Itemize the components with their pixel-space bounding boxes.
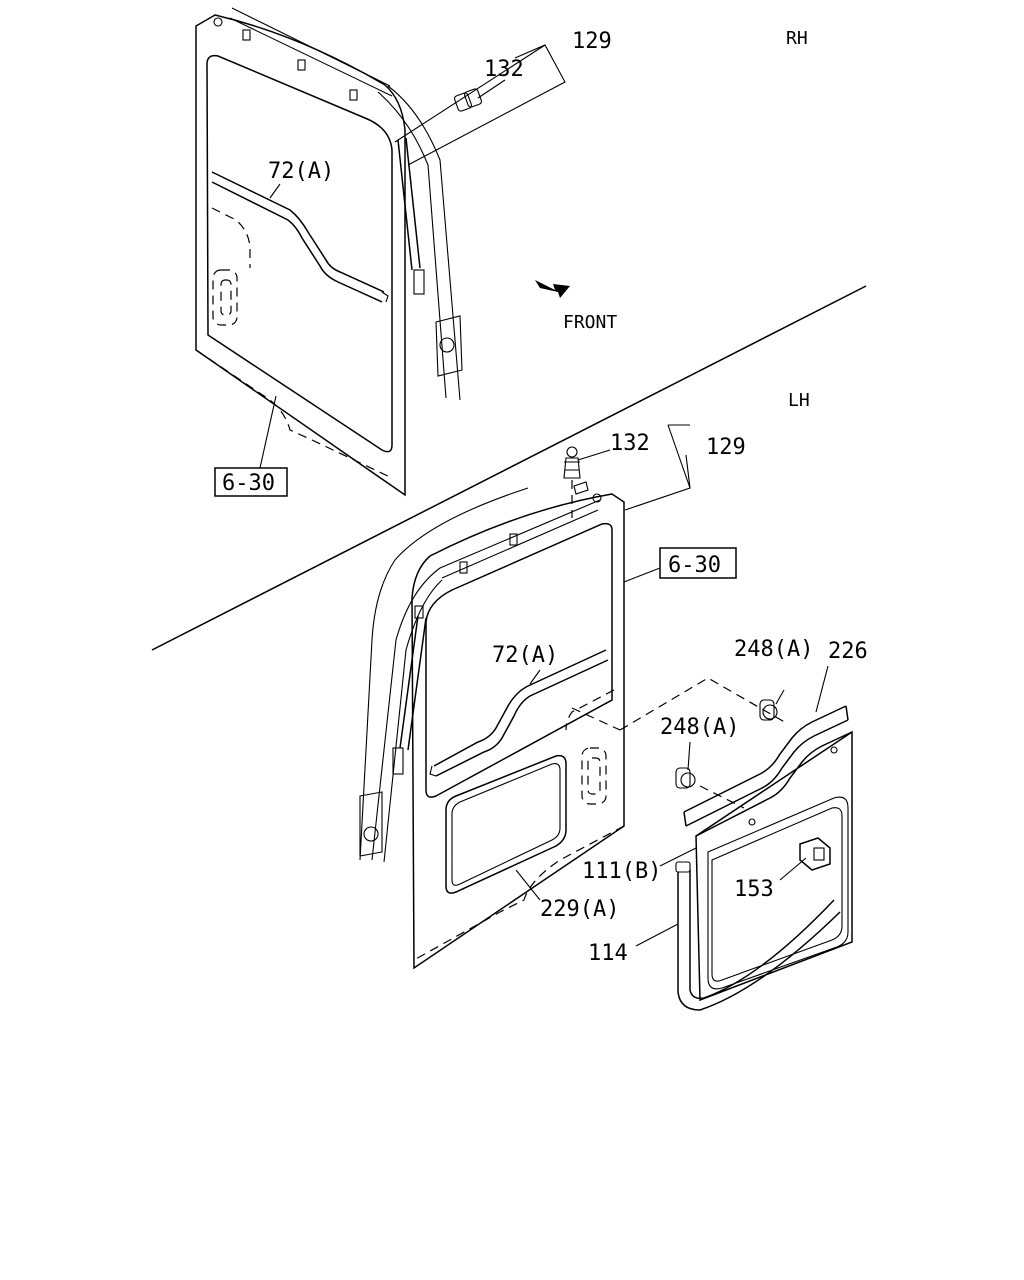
clip-248a-upper: [759, 699, 778, 721]
lh-label-132: 132: [610, 431, 650, 456]
rh-label-129: 129: [572, 29, 612, 54]
rh-handle-recess: [212, 269, 238, 326]
lh-belt-molding-72a: [433, 649, 609, 777]
lh-ref-box: [659, 547, 737, 579]
rh-label-132: 132: [484, 57, 524, 82]
lh-trim-panel: [571, 665, 853, 1011]
leader-226: [815, 665, 829, 713]
lh-rail-clips: [414, 493, 602, 619]
rh-rail-clips: [213, 17, 358, 101]
lh-roof-rail: [371, 499, 601, 863]
rh-label-72a: 72(A): [268, 159, 334, 184]
lh-body-edge: [359, 487, 529, 861]
rh-latch: [435, 315, 463, 377]
lh-door-assembly: [359, 424, 737, 970]
lh-label-114: 114: [588, 941, 628, 966]
rh-leader-ref: [259, 395, 277, 469]
lh-label-72a: 72(A): [492, 643, 558, 668]
lh-lower-glass-229a: [445, 754, 567, 894]
lh-label-229a: 229(A): [540, 897, 619, 922]
lh-label-129: 129: [706, 435, 746, 460]
rh-leader-72a: [269, 183, 281, 199]
lh-label-153: 153: [734, 877, 774, 902]
rh-leader-129: [407, 44, 566, 166]
rh-clip-132: [453, 88, 483, 112]
lh-leader-229a: [515, 869, 541, 901]
leader-248a-1: [775, 689, 785, 705]
leader-153: [779, 857, 807, 881]
lh-label-226: 226: [828, 639, 868, 664]
lh-label-111b: 111(B): [582, 859, 661, 884]
rh-door-assembly: [195, 7, 566, 497]
leader-111b: [659, 847, 697, 867]
rh-label-ref: 6-30: [222, 471, 275, 496]
rh-leader-132: [477, 79, 506, 99]
front-label: FRONT: [563, 312, 617, 333]
lh-door-outline: [411, 493, 625, 970]
rh-inner-dash-1: [211, 207, 251, 268]
weatherstrip-114: [677, 870, 841, 1011]
rh-belt-molding-72a: [211, 171, 385, 303]
rh-ref-box: [214, 467, 288, 497]
lh-handle-recess: [581, 747, 607, 805]
lh-label-248a-1: 248(A): [734, 637, 813, 662]
section-divider: [151, 285, 867, 651]
leader-114: [635, 923, 679, 947]
lh-latch: [359, 791, 383, 857]
lh-leader-72a: [529, 669, 541, 685]
trim-panel-inner: [707, 796, 849, 990]
rh-roof-rail: [229, 7, 461, 401]
lh-inner-dash: [565, 689, 615, 731]
rh-weatherstrip-129: [397, 137, 421, 271]
lh-side-label: LH: [788, 390, 810, 411]
trim-panel-outline: [695, 730, 853, 1002]
lh-label-ref: 6-30: [668, 553, 721, 578]
lh-weatherstrip-129: [399, 615, 427, 751]
rh-window-opening: [206, 54, 393, 453]
lh-window-opening: [425, 522, 613, 798]
clip-248a-lower: [675, 767, 696, 789]
leader-248a-2: [687, 741, 691, 771]
lh-leader-ref: [623, 567, 661, 583]
install-dash-1: [619, 677, 789, 731]
lh-label-248a-2: 248(A): [660, 715, 739, 740]
switch-153: [799, 837, 831, 871]
arrow-front-icon: [535, 280, 570, 298]
rh-strip-end: [413, 269, 425, 295]
lh-strip-end: [392, 747, 404, 775]
lh-leader-132: [577, 449, 611, 461]
rh-lower-dash: [195, 349, 393, 479]
lh-clip-132: [563, 446, 589, 518]
trim-strip-226: [683, 705, 849, 827]
rh-side-label: RH: [786, 28, 808, 49]
lh-lower-dash: [413, 825, 625, 961]
